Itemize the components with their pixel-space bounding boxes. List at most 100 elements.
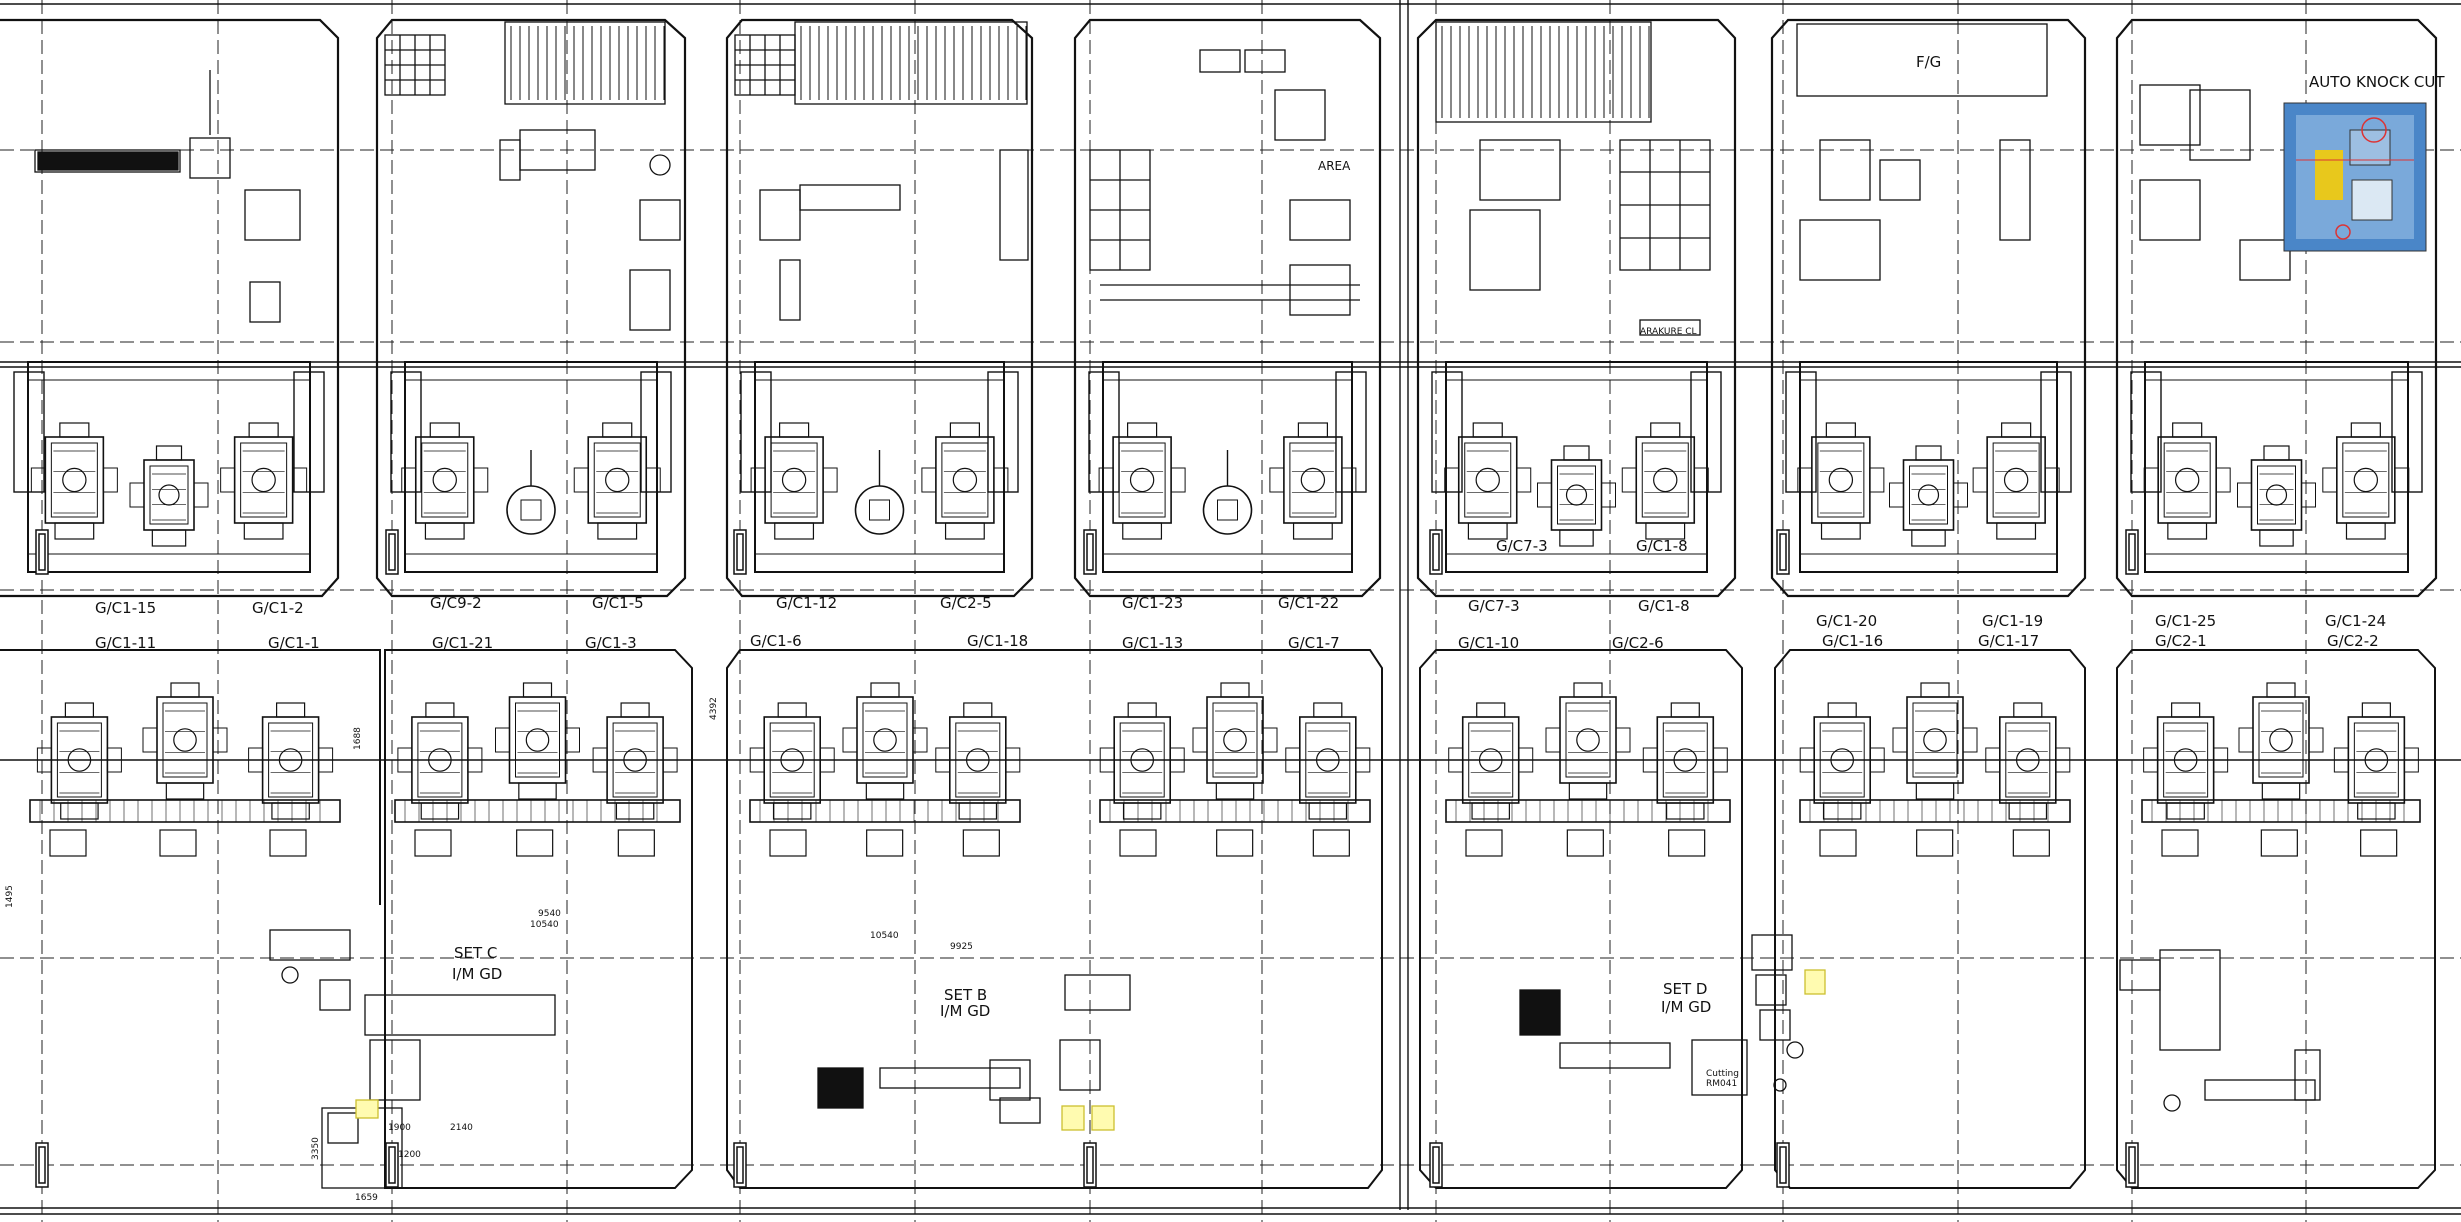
machine-cluster — [30, 422, 118, 540]
top-bay-outlines — [0, 18, 2438, 598]
machine-cluster — [1192, 682, 1278, 800]
machine-cluster — [1545, 682, 1631, 800]
machine-cluster — [1642, 702, 1728, 820]
bay-1-top-label-2: G/C1-2 — [252, 599, 304, 617]
machine-cluster — [248, 702, 334, 820]
storage-racks — [384, 21, 2048, 271]
machine-cluster — [749, 702, 835, 820]
machine-cluster — [1889, 445, 1968, 547]
pallet-box — [2012, 829, 2050, 857]
bay-5-bottom-label-2: G/C2-6 — [1612, 634, 1664, 652]
pallet-box — [617, 829, 655, 857]
bay-4-top-label-2: G/C1-22 — [1278, 594, 1339, 612]
robot-cell — [13, 371, 45, 493]
bay-2-top-label-2: G/C1-5 — [592, 594, 644, 612]
lower-equipment — [269, 929, 2321, 1189]
set-c-label: SET C — [454, 944, 497, 962]
machine-cluster — [36, 702, 122, 820]
machine-cluster — [1444, 422, 1532, 540]
upper-equipment — [34, 49, 2291, 336]
bay-5-bottom-label-1: G/C1-10 — [1458, 634, 1519, 652]
dimension-text: 10540 — [530, 920, 559, 930]
bay-3-bottom-label-1: G/C1-6 — [750, 632, 802, 650]
pallet-box — [414, 829, 452, 857]
bay-3-bottom-label-2: G/C1-18 — [967, 632, 1028, 650]
conveyor-line — [1445, 799, 1731, 823]
area-label: AREA — [1318, 159, 1351, 173]
bay-4-bottom-label-2: G/C1-7 — [1288, 634, 1340, 652]
pallet-box — [1312, 829, 1350, 857]
cutting-id-label: RM041 — [1706, 1079, 1737, 1089]
fg-label: F/G — [1916, 53, 1941, 71]
pallet-box — [1566, 829, 1604, 857]
bay-5-inner-label-1: G/C7-3 — [1496, 537, 1548, 555]
bay-4-bottom-label-1: G/C1-13 — [1122, 634, 1183, 652]
dimension-text: 9540 — [538, 909, 561, 919]
bay-3-top-label-2: G/C2-5 — [940, 594, 992, 612]
pallet-box — [1819, 829, 1857, 857]
bay-7-bottom-label-2: G/C2-2 — [2327, 632, 2379, 650]
pallet-box — [159, 829, 197, 857]
bay-2-top-label-1: G/C9-2 — [430, 594, 482, 612]
pallet-box — [516, 829, 554, 857]
bay-6-top-label-2: G/C1-19 — [1982, 612, 2043, 630]
set-labels: SET C I/M GD SET B I/M GD SET D I/M GD — [452, 944, 1711, 1020]
conveyor-line — [1099, 799, 1371, 823]
bay-2-bottom-label-1: G/C1-21 — [432, 634, 493, 652]
machine-cluster — [1621, 422, 1709, 540]
robot-cell — [1785, 371, 1817, 493]
bay-7-top-label-2: G/C1-24 — [2325, 612, 2386, 630]
machine-cluster — [129, 445, 209, 547]
machine-cluster — [935, 702, 1021, 820]
pallet-box — [866, 829, 904, 857]
machine-cluster — [1099, 702, 1185, 820]
machine-cluster — [1892, 682, 1978, 800]
machine-cluster — [921, 422, 1009, 540]
dimension-text: 1495 — [5, 885, 15, 908]
bay-7-top-label-1: G/C1-25 — [2155, 612, 2216, 630]
machine-cluster — [2238, 682, 2324, 800]
conveyor-line — [1799, 799, 2071, 823]
bay-1-bottom-label-1: G/C1-11 — [95, 634, 156, 652]
arakure-label: ARAKURE CL — [1640, 327, 1697, 337]
robot-cell — [987, 371, 1019, 493]
bay-5-top-label-2: G/C1-8 — [1638, 597, 1690, 615]
dimension-text: 3350 — [311, 1137, 321, 1160]
machine-cluster — [397, 702, 483, 820]
pallet-box — [269, 829, 307, 857]
robot-arm — [854, 450, 905, 535]
dimension-text: 10540 — [870, 931, 899, 941]
dimension-text: 2140 — [450, 1123, 473, 1133]
robot-cell — [1088, 371, 1120, 493]
bay-5-top-label-1: G/C7-3 — [1468, 597, 1520, 615]
column-posts — [35, 529, 2139, 1188]
machine-cluster — [1285, 702, 1371, 820]
robot-cell — [1690, 371, 1722, 493]
set-b-sublabel: I/M GD — [940, 1002, 990, 1020]
bay-6-top-label-1: G/C1-20 — [1816, 612, 1877, 630]
machine-cluster — [2143, 422, 2231, 540]
robot-arm — [506, 450, 556, 535]
dimension-text: 1900 — [388, 1123, 411, 1133]
robot-cell — [2130, 371, 2162, 493]
conveyor-line — [749, 799, 1021, 823]
robot-cell — [1431, 371, 1463, 493]
rack-hatching — [510, 26, 1650, 118]
machine-cluster — [1799, 702, 1885, 820]
machine-cluster — [1972, 422, 2060, 540]
machine-cluster — [2237, 445, 2316, 547]
set-d-label: SET D — [1663, 980, 1707, 998]
machine-frame — [1445, 361, 1708, 573]
cutting-label: Cutting — [1706, 1069, 1739, 1079]
robot-cell — [640, 371, 672, 493]
machine-cluster — [495, 682, 580, 800]
auto-knock-cut-label: AUTO KNOCK CUT — [2309, 73, 2445, 91]
bay-7-bottom-label-1: G/C2-1 — [2155, 632, 2207, 650]
machine-frame — [2144, 361, 2409, 573]
bay-6-bottom-label-1: G/C1-16 — [1822, 632, 1883, 650]
bay-1-bottom-label-2: G/C1-1 — [268, 634, 320, 652]
machine-cluster — [842, 682, 928, 800]
machine-frame — [27, 361, 311, 573]
machine-frame — [1799, 361, 2058, 573]
